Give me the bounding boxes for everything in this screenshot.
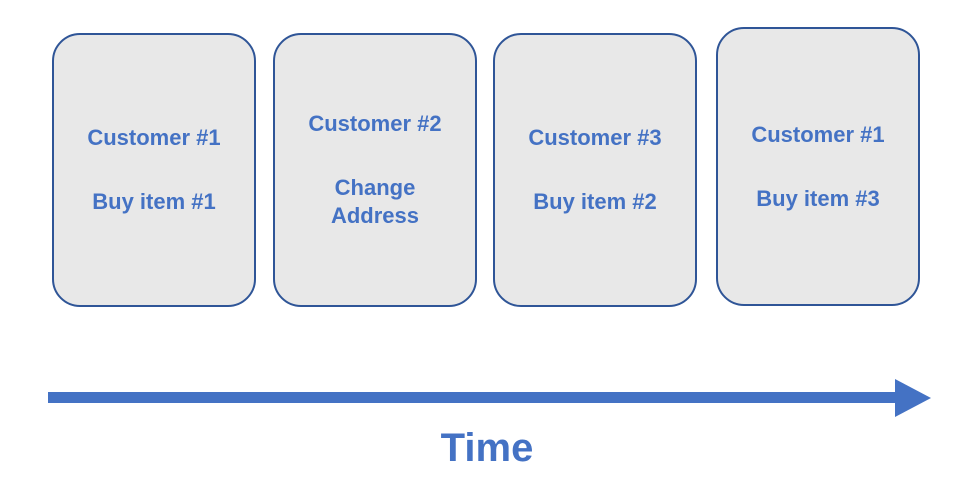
action-label: Buy item #2 (533, 189, 657, 214)
event-card-4: Customer #1 Buy item #3 (716, 27, 920, 306)
event-card-3: Customer #3 Buy item #2 (493, 33, 697, 307)
customer-label: Customer #1 (751, 121, 885, 147)
time-arrow-head-icon (895, 379, 931, 417)
event-card-1: Customer #1 Buy item #1 (52, 33, 256, 307)
customer-label: Customer #3 (528, 125, 662, 151)
customer-label: Customer #2 (308, 111, 442, 137)
time-arrow-shaft (48, 392, 895, 403)
time-axis-label: Time (440, 426, 534, 470)
customer-label: Customer #1 (87, 125, 221, 151)
action-label: Buy item #3 (756, 185, 880, 211)
action-label: Change Address (330, 175, 420, 228)
event-card-2: Customer #2 Change Address (273, 33, 477, 307)
action-label: Buy item #1 (92, 189, 216, 214)
